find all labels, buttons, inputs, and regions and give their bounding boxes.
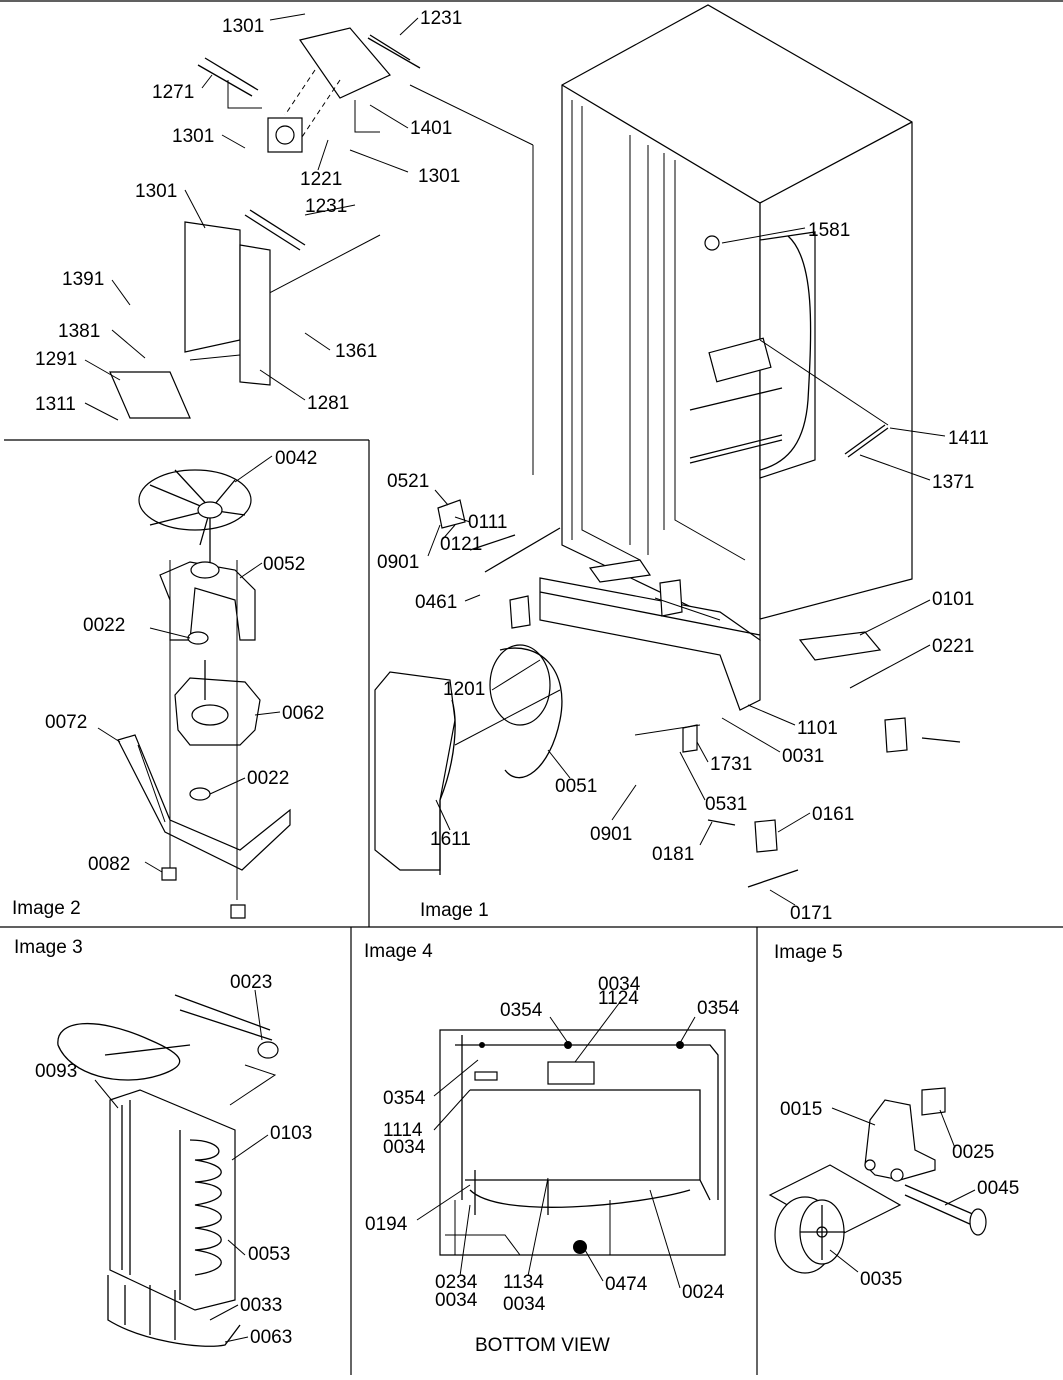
- callout: 1114: [383, 1120, 423, 1141]
- callout: 1271: [152, 82, 194, 103]
- image2-drawing: [117, 469, 291, 919]
- callout: 0171: [790, 903, 832, 924]
- callout: 0015: [780, 1099, 822, 1120]
- callout: 0022: [247, 768, 289, 789]
- callout: 0354: [697, 998, 740, 1019]
- callout: 1134: [503, 1272, 544, 1293]
- callout: 1731: [710, 754, 752, 775]
- callout: 1124: [598, 988, 639, 1009]
- callout: 0354: [383, 1088, 426, 1109]
- callout: 0093: [35, 1061, 77, 1082]
- callout: 0034: [598, 974, 641, 995]
- callout: 0221: [932, 636, 974, 657]
- panel-label-image3: Image 3: [14, 937, 83, 958]
- callout: 0901: [590, 824, 632, 845]
- callout: 0033: [240, 1295, 282, 1316]
- panel-labels: Image 1 Image 2 Image 3 Image 4 Image 5 …: [12, 898, 843, 1356]
- callout: 0901: [377, 552, 419, 573]
- callout: 1311: [35, 394, 76, 415]
- callout: 1391: [62, 269, 104, 290]
- callout: 0045: [977, 1178, 1019, 1199]
- callout: 0082: [88, 854, 130, 875]
- callout: 0024: [682, 1282, 725, 1303]
- callout: 1611: [430, 829, 471, 850]
- callout: 1371: [932, 472, 974, 493]
- callout: 1301: [222, 16, 264, 37]
- callout: 1411: [948, 428, 989, 449]
- callout: 0035: [860, 1269, 902, 1290]
- callout: 0354: [500, 1000, 543, 1021]
- image3-drawing: [57, 994, 279, 1347]
- callout: 0031: [782, 746, 824, 767]
- callout: 1361: [335, 341, 377, 362]
- callout: 1291: [35, 349, 77, 370]
- callout: 0461: [415, 592, 457, 613]
- callout: 0022: [83, 615, 125, 636]
- callout: 0072: [45, 712, 87, 733]
- callouts-image3: 0023 0093 0103 0053 0033 0063: [35, 972, 312, 1348]
- bottom-view-caption: BOTTOM VIEW: [475, 1335, 610, 1356]
- callout: 0194: [365, 1214, 408, 1235]
- callout: 0121: [440, 534, 482, 555]
- callout: 0051: [555, 776, 597, 797]
- callout: 0111: [468, 512, 507, 533]
- callout: 1201: [443, 679, 485, 700]
- callout: 0531: [705, 794, 747, 815]
- panel-label-image4: Image 4: [364, 941, 433, 962]
- callout: 0034: [435, 1290, 478, 1311]
- callout: 0034: [503, 1294, 546, 1315]
- callout: 1281: [307, 393, 349, 414]
- callout: 1221: [300, 169, 342, 190]
- callouts-image5: 0015 0025 0045 0035: [780, 1099, 1019, 1290]
- callout: 1101: [797, 718, 838, 739]
- callout: 0042: [275, 448, 317, 469]
- callout: 0025: [952, 1142, 994, 1163]
- callout: 0234: [435, 1272, 478, 1293]
- image1-drawing: [109, 4, 961, 888]
- callout-leaders: [84, 13, 976, 1343]
- callout: 1231: [305, 196, 347, 217]
- callouts-image2: 0042 0052 0022 0062 0072 0022 0082: [45, 448, 324, 875]
- callout: 1301: [135, 181, 177, 202]
- callout: 0101: [932, 589, 974, 610]
- callout: 1401: [410, 118, 452, 139]
- callout: 0161: [812, 804, 854, 825]
- image5-drawing: [768, 1087, 987, 1274]
- callout: 1381: [58, 321, 100, 342]
- callout: 0103: [270, 1123, 312, 1144]
- callout: 0023: [230, 972, 272, 993]
- callout: 1301: [172, 126, 214, 147]
- callout: 0521: [387, 471, 429, 492]
- panel-label-image5: Image 5: [774, 942, 843, 963]
- panel-label-image2: Image 2: [12, 898, 81, 919]
- callout: 0052: [263, 554, 305, 575]
- callout: 0062: [282, 703, 324, 724]
- panel-label-image1: Image 1: [420, 900, 489, 921]
- callout: 1581: [808, 220, 850, 241]
- callout: 0063: [250, 1327, 292, 1348]
- callouts-image4: 0034 1124 0354 0354 0354 1114 0034 0194 …: [365, 974, 740, 1315]
- callout: 1231: [420, 8, 462, 29]
- callout: 0053: [248, 1244, 290, 1265]
- callouts-image1: 1301 1231 1271 1301 1401 1221 1301 1301 …: [35, 8, 989, 924]
- callout: 0034: [383, 1137, 426, 1158]
- image4-drawing: [439, 1029, 726, 1256]
- callout: 0474: [605, 1274, 648, 1295]
- callout: 1301: [418, 166, 460, 187]
- callout: 0181: [652, 844, 694, 865]
